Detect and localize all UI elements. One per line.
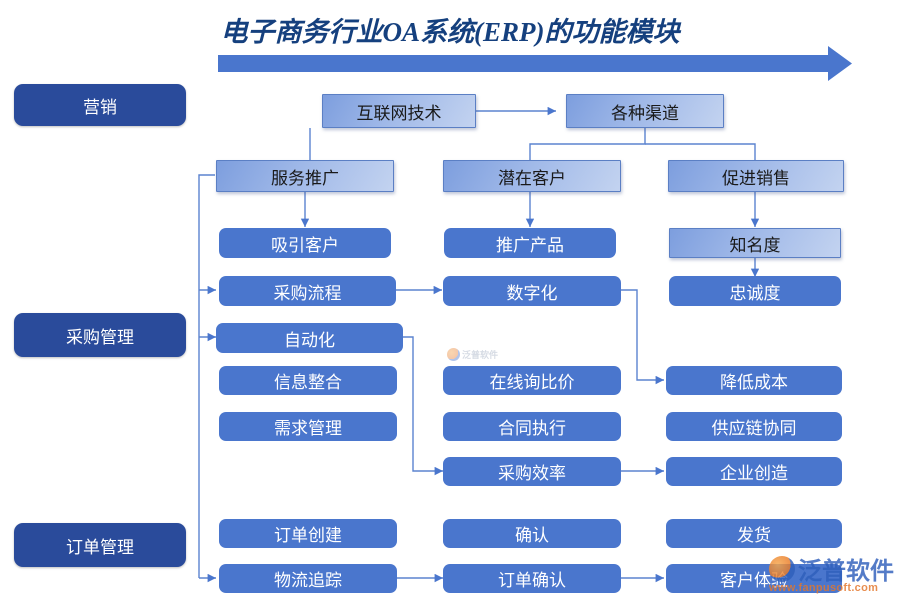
node-confirm[interactable]: 确认 bbox=[443, 519, 621, 548]
node-label: 在线询比价 bbox=[489, 373, 575, 392]
node-label: 采购流程 bbox=[273, 283, 342, 303]
node-label: 物流追踪 bbox=[274, 571, 342, 590]
node-demand-management[interactable]: 需求管理 bbox=[219, 412, 397, 441]
top-progress-arrow bbox=[218, 46, 852, 81]
node-label: 服务推广 bbox=[271, 168, 339, 188]
node-label: 订单创建 bbox=[274, 526, 342, 545]
node-various-channels[interactable]: 各种渠道 bbox=[566, 94, 724, 128]
node-label: 需求管理 bbox=[274, 419, 342, 438]
node-purchase-efficiency[interactable]: 采购效率 bbox=[443, 457, 621, 486]
node-reduce-cost[interactable]: 降低成本 bbox=[666, 366, 842, 395]
fanpu-logo-icon bbox=[447, 347, 460, 361]
node-label: 信息整合 bbox=[274, 373, 342, 392]
node-label: 供应链协同 bbox=[711, 419, 797, 438]
sidebar-item-label: 订单管理 bbox=[66, 537, 134, 557]
node-label: 订单确认 bbox=[498, 571, 566, 590]
node-label: 自动化 bbox=[284, 330, 335, 350]
node-internet-technology[interactable]: 互联网技术 bbox=[322, 94, 476, 128]
node-label: 确认 bbox=[515, 526, 549, 545]
node-label: 客户体验 bbox=[720, 571, 788, 590]
node-order-confirmation[interactable]: 订单确认 bbox=[443, 564, 621, 593]
node-promote-products[interactable]: 推广产品 bbox=[444, 228, 616, 258]
node-logistics-tracking[interactable]: 物流追踪 bbox=[219, 564, 397, 593]
node-procurement-process[interactable]: 采购流程 bbox=[219, 276, 396, 306]
node-label: 数字化 bbox=[506, 283, 558, 303]
sidebar-item-marketing[interactable]: 营销 bbox=[14, 84, 186, 126]
page-title: 电子商务行业OA系统(ERP)的功能模块 bbox=[220, 17, 680, 47]
node-service-promotion[interactable]: 服务推广 bbox=[216, 160, 394, 192]
node-label: 采购效率 bbox=[498, 464, 566, 483]
watermark-center: 泛普软件 bbox=[447, 345, 498, 363]
node-label: 互联网技术 bbox=[356, 103, 442, 123]
node-boost-sales[interactable]: 促进销售 bbox=[668, 160, 844, 192]
sidebar-item-label: 营销 bbox=[83, 97, 117, 117]
node-label: 吸引客户 bbox=[271, 235, 339, 255]
node-contract-execution[interactable]: 合同执行 bbox=[443, 412, 621, 441]
node-label: 发货 bbox=[737, 526, 771, 545]
node-information-integration[interactable]: 信息整合 bbox=[219, 366, 397, 395]
node-label: 推广产品 bbox=[496, 235, 564, 255]
node-customer-experience[interactable]: 客户体验 bbox=[666, 564, 842, 593]
sidebar-item-procurement[interactable]: 采购管理 bbox=[14, 313, 186, 357]
node-label: 潜在客户 bbox=[498, 168, 566, 188]
node-label: 各种渠道 bbox=[611, 103, 679, 123]
node-loyalty[interactable]: 忠诚度 bbox=[669, 276, 841, 306]
watermark-center-text: 泛普软件 bbox=[462, 349, 499, 360]
node-automation[interactable]: 自动化 bbox=[216, 323, 403, 353]
node-supply-chain-collaboration[interactable]: 供应链协同 bbox=[666, 412, 842, 441]
sidebar-item-label: 采购管理 bbox=[66, 327, 134, 347]
node-digitalization[interactable]: 数字化 bbox=[443, 276, 621, 306]
node-brand-awareness[interactable]: 知名度 bbox=[669, 228, 841, 258]
node-label: 企业创造 bbox=[720, 464, 788, 483]
node-label: 促进销售 bbox=[722, 168, 790, 188]
node-potential-customers[interactable]: 潜在客户 bbox=[443, 160, 621, 192]
node-shipping[interactable]: 发货 bbox=[666, 519, 842, 548]
node-online-price-comparison[interactable]: 在线询比价 bbox=[443, 366, 621, 395]
node-label: 忠诚度 bbox=[729, 283, 781, 303]
node-label: 知名度 bbox=[729, 235, 781, 255]
node-enterprise-creation[interactable]: 企业创造 bbox=[666, 457, 842, 486]
node-attract-customers[interactable]: 吸引客户 bbox=[219, 228, 391, 258]
sidebar-item-order[interactable]: 订单管理 bbox=[14, 523, 186, 567]
node-label: 降低成本 bbox=[720, 373, 788, 392]
node-label: 合同执行 bbox=[498, 419, 566, 438]
node-order-creation[interactable]: 订单创建 bbox=[219, 519, 397, 548]
